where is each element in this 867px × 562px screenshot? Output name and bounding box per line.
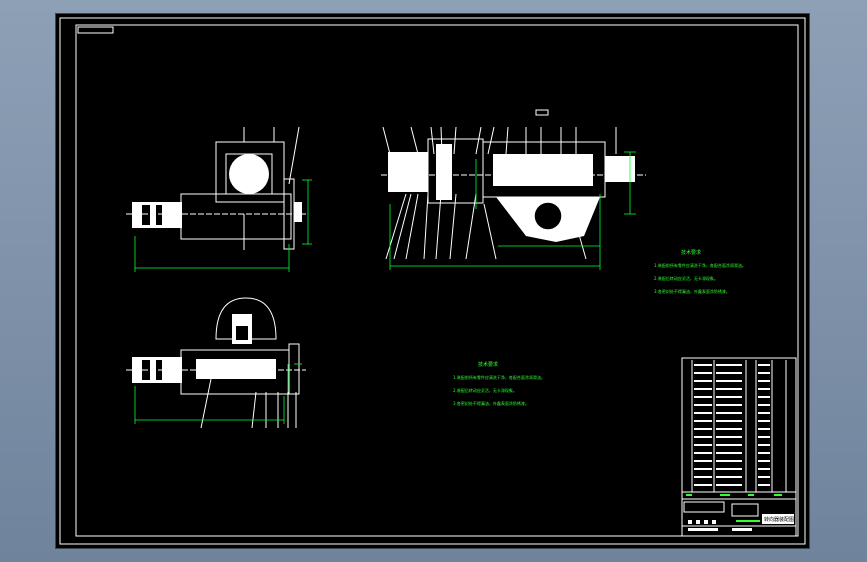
- cad-drawing: 技术要求 1.装配前所有零件应清洗干净，各配合面涂润滑油。 2.装配后转动应灵活…: [59, 17, 806, 545]
- outer-frame: [59, 17, 806, 545]
- section-view: [126, 297, 306, 429]
- notes-right-line-2: 2.装配后转动应灵活，无卡滞现象。: [654, 275, 718, 281]
- notes-center-line-2: 2.装配后转动应灵活，无卡滞现象。: [453, 387, 517, 393]
- notes-center-line-1: 1.装配前所有零件应清洗干净，各配合面涂润滑油。: [453, 374, 545, 380]
- notes-right-line-3: 3.各密封处不得漏油，外露表面涂防锈漆。: [654, 288, 730, 294]
- notes-right-title: 技术要求: [681, 249, 701, 256]
- drawing-sheet[interactable]: 技术要求 1.装配前所有零件应清洗干净，各配合面涂润滑油。 2.装配后转动应灵活…: [56, 14, 809, 548]
- drawing-name: 转向器装配图: [764, 516, 794, 523]
- notes-center-title: 技术要求: [478, 361, 498, 368]
- notes-right-line-1: 1.装配前所有零件应清洗干净，各配合面涂润滑油。: [654, 262, 746, 268]
- corner-label-box: [77, 26, 114, 34]
- drawing-name-box: [762, 514, 794, 524]
- notes-center: 技术要求 1.装配前所有零件应清洗干净，各配合面涂润滑油。 2.装配后转动应灵活…: [453, 361, 545, 406]
- notes-center-line-3: 3.各密封处不得漏油，外露表面涂防锈漆。: [453, 400, 529, 406]
- side-view-top: [126, 126, 312, 272]
- title-block: 转向器装配图: [681, 357, 797, 537]
- notes-right: 技术要求 1.装配前所有零件应清洗干净，各配合面涂润滑油。 2.装配后转动应灵活…: [654, 249, 746, 294]
- inner-frame: [75, 24, 799, 537]
- front-view: [381, 109, 646, 270]
